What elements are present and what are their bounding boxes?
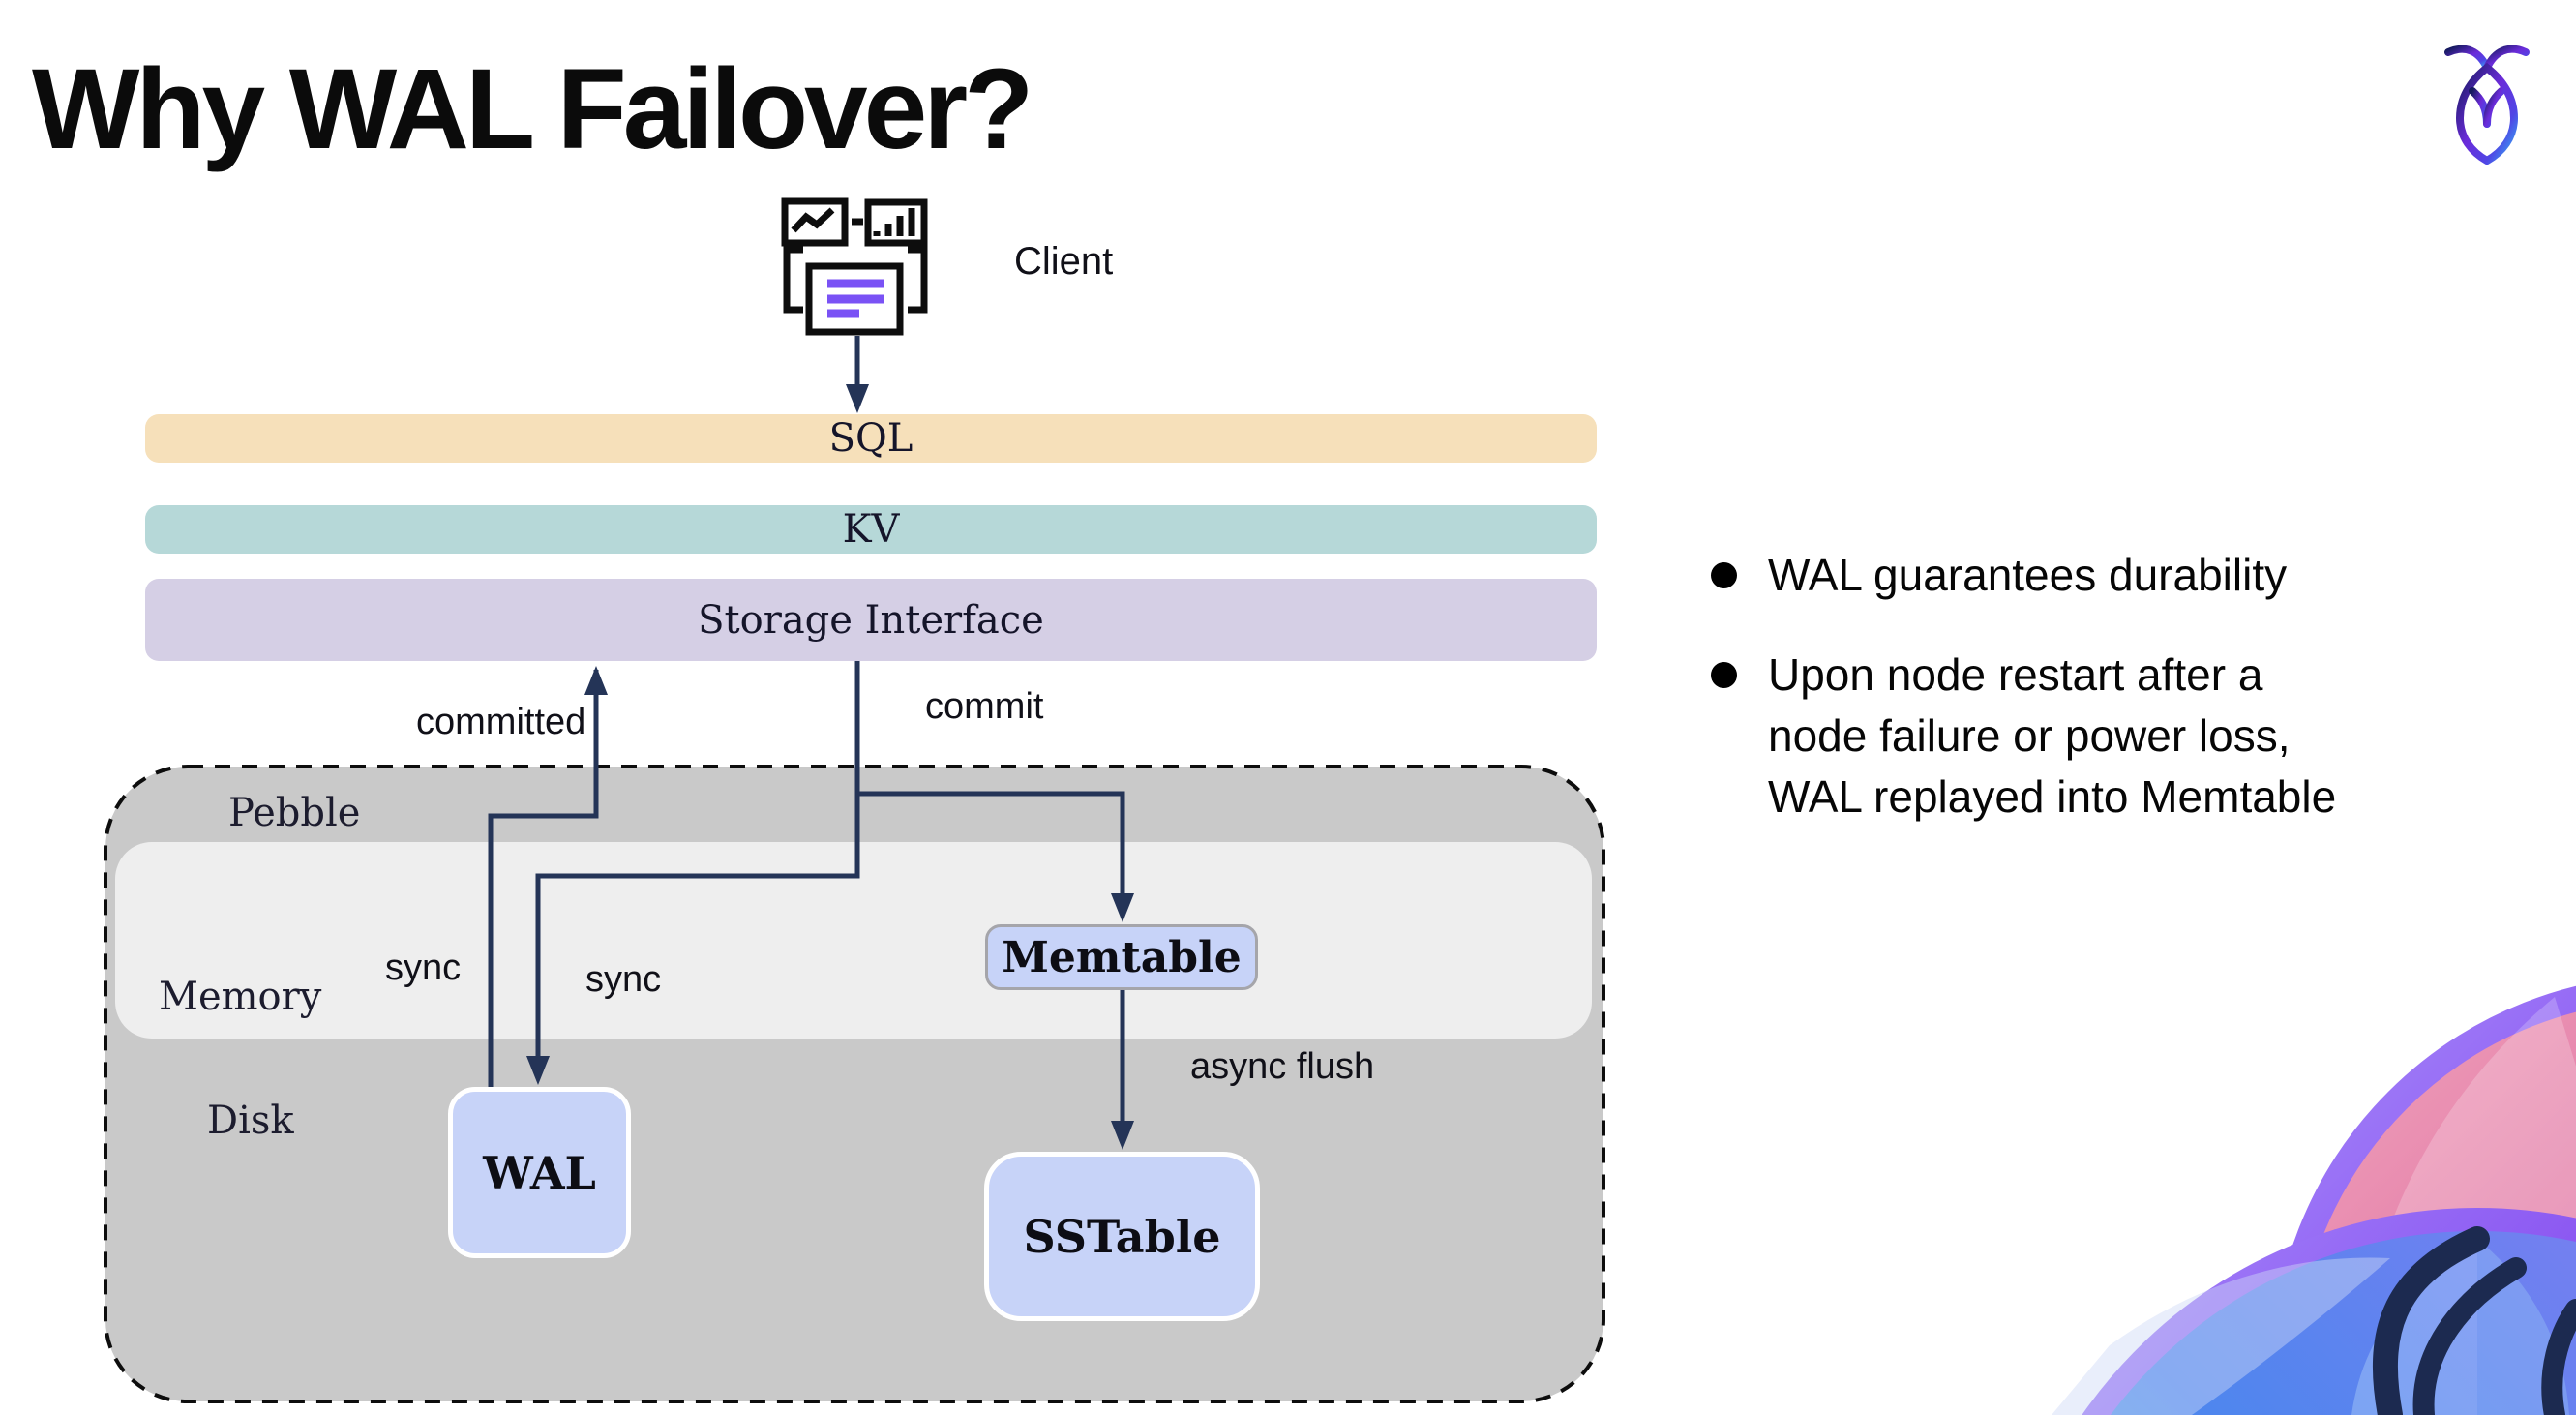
corner-gradient-artwork (2052, 985, 2576, 1415)
layer-bar-kv: KV (145, 505, 1597, 554)
arrowhead-sync-wal (526, 1056, 550, 1085)
bullet-text: WAL guarantees durability (1768, 550, 2288, 600)
layer-label-sql: SQL (828, 416, 914, 461)
bullet-item-durability: WAL guarantees durability (1711, 545, 2287, 606)
bullet-text-line: Upon node restart after a (1768, 649, 2263, 700)
bullet-item-replay: Upon node restart after a node failure o… (1711, 645, 2336, 828)
edge-label-committed: committed (416, 702, 586, 742)
edge-label-sync-committed: sync (385, 948, 462, 988)
document-window-icon (805, 262, 904, 336)
disk-label: Disk (207, 1099, 294, 1143)
pebble-container-box (104, 765, 1605, 1403)
arrowhead-client (846, 384, 869, 413)
client-app-windows-icon (781, 197, 928, 336)
bullet-dot (1711, 562, 1737, 588)
layer-label-kv: KV (842, 507, 900, 552)
pebble-label: Pebble (228, 791, 361, 835)
page-title: Why WAL Failover? (32, 45, 1033, 173)
arrowhead-committed (584, 666, 608, 695)
memory-strip (115, 842, 1592, 1039)
bullet-text-line: node failure or power loss, (1768, 710, 2291, 761)
node-memtable-label: Memtable (1002, 932, 1242, 982)
bullet-text-line: WAL replayed into Memtable (1768, 771, 2337, 822)
bullet-dot (1711, 662, 1737, 688)
node-memtable: Memtable (985, 924, 1258, 990)
memory-label: Memory (159, 975, 322, 1019)
arrowhead-sstable (1111, 1121, 1134, 1150)
edge-label-async-flush: async flush (1190, 1046, 1375, 1087)
edge-label-sync-commit: sync (585, 959, 662, 1000)
node-wal-label: WAL (483, 1146, 596, 1199)
node-sstable-label: SSTable (1023, 1210, 1221, 1263)
layer-bar-storage-interface: Storage Interface (145, 579, 1597, 661)
layer-bar-sql: SQL (145, 414, 1597, 463)
bar-chart-window-icon (864, 198, 928, 247)
cockroachdb-logo-icon (2444, 45, 2530, 165)
node-sstable: SSTable (984, 1152, 1260, 1321)
edge-commit-to-memtable (857, 791, 1125, 897)
edge-label-commit: commit (925, 686, 1044, 727)
client-label: Client (1014, 240, 1114, 283)
layer-label-storage-interface: Storage Interface (698, 597, 1044, 643)
arrowhead-memtable (1111, 893, 1134, 922)
node-wal: WAL (448, 1087, 631, 1258)
